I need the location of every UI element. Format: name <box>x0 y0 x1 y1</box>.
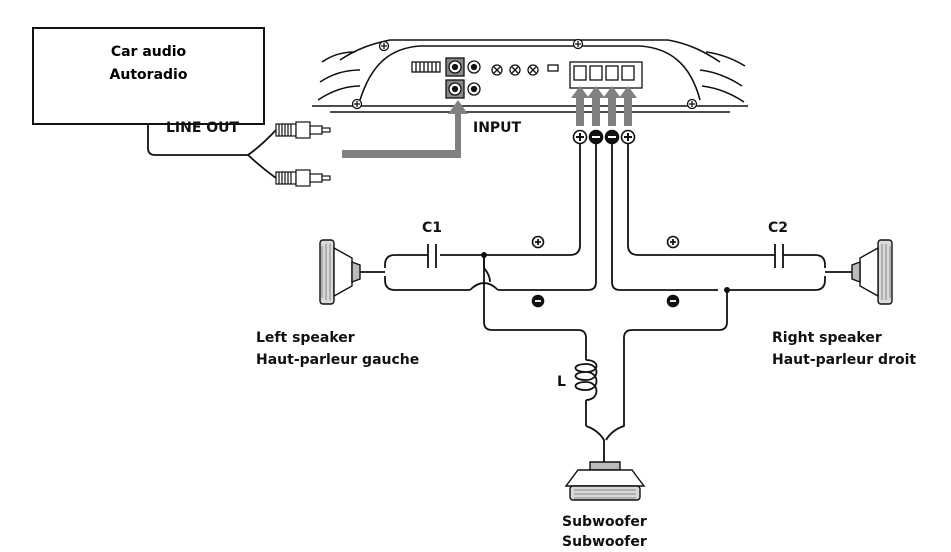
input-label: INPUT <box>473 120 522 136</box>
left-speaker-label-en: Left speaker <box>256 330 355 346</box>
right-speaker-icon <box>851 239 893 305</box>
subwoofer-icon <box>564 461 646 501</box>
head-unit-box: Car audio Autoradio <box>32 27 265 125</box>
head-unit-label-fr: Autoradio <box>109 67 188 83</box>
wire-polarity-icons <box>531 235 680 308</box>
line-out-cable <box>147 125 277 179</box>
rca-plug-icon <box>275 121 331 187</box>
line-out-label: LINE OUT <box>166 120 240 136</box>
subwoofer-label-en: Subwoofer <box>562 514 647 530</box>
amp-panel-controls <box>411 57 643 99</box>
connection-arrows <box>342 86 637 158</box>
amplifier <box>312 39 748 113</box>
capacitor-c2-label: C2 <box>768 220 789 236</box>
right-speaker-label-fr: Haut-parleur droit <box>772 352 917 368</box>
terminal-polarity-icons <box>572 129 636 145</box>
speaker-wiring <box>356 144 855 462</box>
junction-dots <box>481 252 730 293</box>
capacitor-c1-label: C1 <box>422 220 443 236</box>
screw-icons <box>351 38 698 110</box>
head-unit-label-en: Car audio <box>110 44 187 60</box>
inductor-label: L <box>557 374 566 390</box>
right-speaker-label-en: Right speaker <box>772 330 882 346</box>
left-speaker-label-fr: Haut-parleur gauche <box>256 352 420 368</box>
subwoofer-label-fr: Subwoofer <box>562 534 647 550</box>
left-speaker-icon <box>319 239 361 305</box>
